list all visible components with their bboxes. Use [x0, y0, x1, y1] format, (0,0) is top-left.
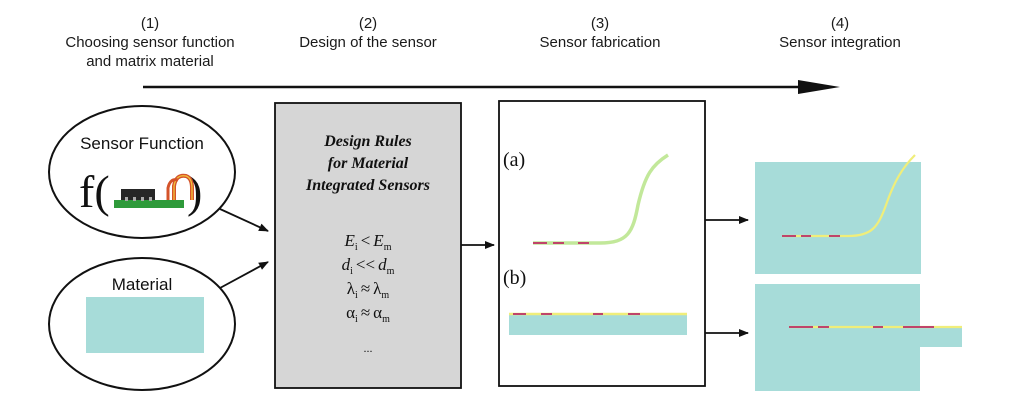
- fabrication-box: (a) (b): [498, 100, 706, 387]
- variant-b-label: (b): [503, 267, 526, 289]
- step-4-number: (4): [830, 15, 850, 32]
- step-3-number: (3): [590, 15, 610, 32]
- rule-expansion: αi≈αm: [346, 303, 390, 325]
- rules-ellipsis: ...: [364, 341, 373, 355]
- step-4-title: Sensor integration: [779, 34, 901, 51]
- arrow-material-to-rules: [219, 261, 269, 289]
- material-node: Material: [48, 257, 236, 391]
- step-3-title: Sensor fabrication: [539, 34, 661, 51]
- arrow-function-to-rules: [219, 208, 269, 232]
- step-2-number: (2): [358, 15, 378, 32]
- function-close-paren: ): [187, 166, 202, 217]
- step-4-header: (4) Sensor integration: [740, 14, 940, 52]
- integrated-sensor-a: [755, 154, 921, 274]
- step-1-title: Choosing sensor function: [65, 34, 235, 51]
- process-arrow: [143, 80, 840, 94]
- rule-conductivity: λi≈λm: [347, 279, 390, 301]
- step-2-title: Design of the sensor: [299, 34, 437, 51]
- variant-a-label: (a): [503, 149, 525, 171]
- material-block: [86, 297, 204, 353]
- step-1-subtitle: and matrix material: [86, 53, 214, 70]
- step-3-header: (3) Sensor fabrication: [500, 14, 700, 52]
- matrix-block-a: [755, 162, 921, 274]
- function-symbol: f(: [79, 166, 110, 217]
- rules-title-line-1: Design Rules: [323, 133, 412, 150]
- material-title: Material: [112, 275, 172, 294]
- substrate-b: [509, 315, 687, 335]
- design-rules-box: Design Rules for Material Integrated Sen…: [274, 102, 462, 389]
- step-1-header: (1) Choosing sensor function and matrix …: [40, 14, 260, 71]
- sensor-function-title: Sensor Function: [80, 134, 204, 153]
- sensor-function-node: Sensor Function f( ): [48, 105, 236, 239]
- rule-stiffness: Ei<Em: [344, 231, 392, 253]
- step-1-number: (1): [140, 15, 160, 32]
- rules-title-line-3: Integrated Sensors: [305, 177, 430, 194]
- embedded-fiber-a: [782, 154, 916, 238]
- matrix-block-b: [755, 284, 962, 391]
- electronic-sensor-icon: [114, 173, 194, 208]
- rule-diameter: di<<dm: [342, 255, 395, 277]
- integrated-sensor-b: [755, 284, 962, 391]
- optical-fiber-a: [533, 153, 669, 245]
- rules-title-line-2: for Material: [328, 155, 409, 172]
- step-2-header: (2) Design of the sensor: [268, 14, 468, 52]
